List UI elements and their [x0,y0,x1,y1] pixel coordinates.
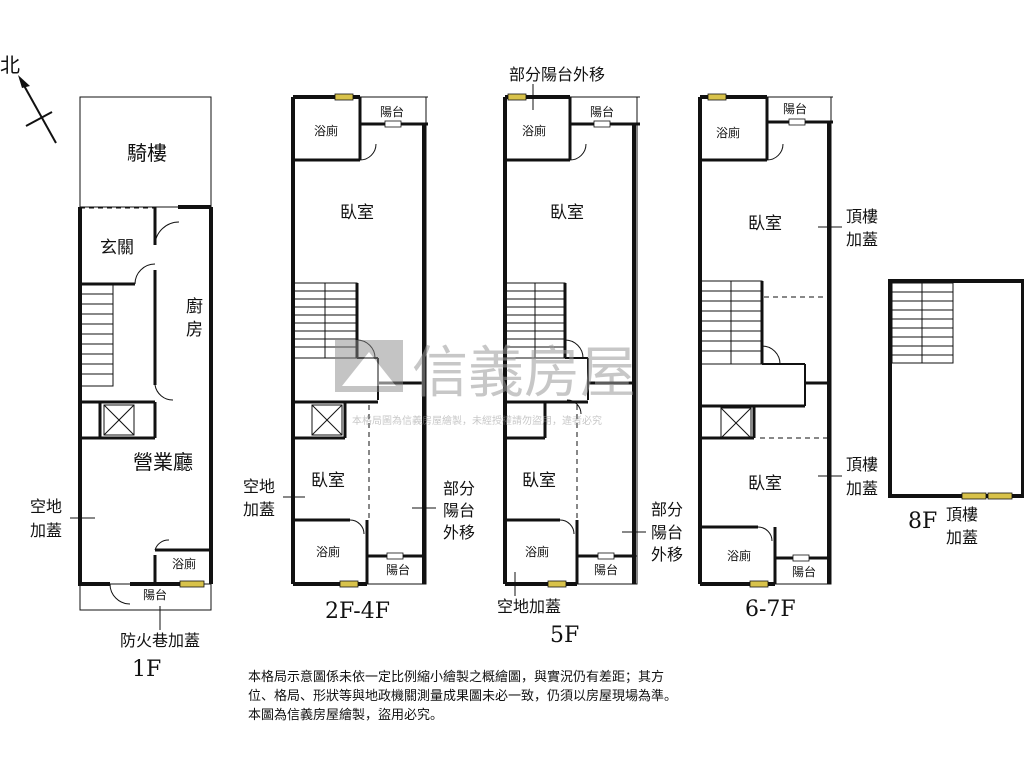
label-6f-7f: 6-7F [745,597,796,622]
watermark-line: 本格局圖為信義房屋繪製，未經授權請勿盜用，違者必究 [352,414,602,427]
compass-icon [18,75,57,144]
note-rooftop-8f-b: 加蓋 [946,528,978,547]
floor-1f [78,96,213,611]
room-balcony-bottom-6f: 陽台 [792,564,816,579]
note-partial-5f-c: 外移 [651,545,683,564]
note-vacant-1f-b: 加蓋 [30,521,62,540]
label-1f: 1F [132,657,161,682]
note-rooftop-6f-b1: 頂樓 [846,455,878,474]
label-8f: 8F [908,509,937,534]
note-partial-2f-b: 陽台 [443,501,475,520]
room-entrance: 玄關 [100,238,134,258]
label-5f: 5F [550,623,579,648]
note-partial-2f-a: 部分 [443,479,475,498]
room-bedroom-1-2f: 臥室 [340,203,374,223]
note-partial-5f-b: 陽台 [651,523,683,542]
room-bedroom-1-6f: 臥室 [748,214,782,234]
room-bath-bottom-6f: 浴廁 [727,548,751,563]
north-label: 北 [0,53,20,77]
room-bedroom-2-5f: 臥室 [522,471,556,491]
room-bath-top-6f: 浴廁 [716,125,740,140]
room-kitchen-1: 廚 [186,296,203,317]
room-balcony-bottom-5f: 陽台 [594,562,618,577]
label-2f-4f: 2F-4F [325,599,390,624]
watermark-brand: 信義房屋 [412,341,636,406]
disclaimer-line-2: 位、格局、形狀等與地政機關測量成果圖未必一致，仍須以房屋現場為準。 [248,688,677,704]
room-bath-bottom-5f: 浴廁 [525,544,549,559]
floor-8f [888,279,1024,498]
note-partial-5f-a: 部分 [651,500,683,519]
disclaimer-line-1: 本格局示意圖係未依一定比例縮小繪製之概繪圖，與實況仍有差距；其方 [248,669,664,685]
room-balcony-top-6f: 陽台 [783,101,807,116]
watermark-logo-icon [335,340,403,392]
floor-6f-7f [698,95,833,586]
room-kitchen-2: 房 [186,320,203,340]
note-vacant-2f-a: 空地 [243,477,275,496]
note-rooftop-6f-a2: 加蓋 [846,230,878,249]
watermark: 信義房屋 本格局圖為信義房屋繪製，未經授權請勿盜用，違者必究 [335,340,636,427]
room-balcony-top-2f: 陽台 [380,104,404,119]
note-vacant-2f-b: 加蓋 [243,500,275,519]
room-balcony-top-5f: 陽台 [590,104,614,119]
note-rooftop-8f-a: 頂樓 [946,505,978,524]
note-top-5f: 部分陽台外移 [509,65,605,84]
room-bedroom-1-5f: 臥室 [550,203,584,223]
room-bath-top-5f: 浴廁 [522,123,546,138]
note-vacant-5f: 空地加蓋 [497,597,561,616]
disclaimer-line-3: 本圖為信義房屋繪製，盜用必究。 [248,707,443,723]
note-partial-2f-c: 外移 [443,523,475,542]
room-bedroom-2-6f: 臥室 [748,474,782,494]
room-arcade: 騎樓 [127,141,167,165]
note-rooftop-6f-b2: 加蓋 [846,479,878,498]
note-firelane: 防火巷加蓋 [120,631,200,650]
note-rooftop-6f-a1: 頂樓 [846,207,878,226]
room-balcony-bottom-2f: 陽台 [386,562,410,577]
room-bath-1f: 浴廁 [172,556,196,571]
note-vacant-1f-a: 空地 [30,497,62,516]
room-balcony-1f: 陽台 [143,587,167,602]
room-bath-bottom-2f: 浴廁 [316,544,340,559]
room-bath-top-2f: 浴廁 [314,123,338,138]
room-hall: 營業廳 [133,450,193,474]
room-bedroom-2-2f: 臥室 [311,471,345,491]
